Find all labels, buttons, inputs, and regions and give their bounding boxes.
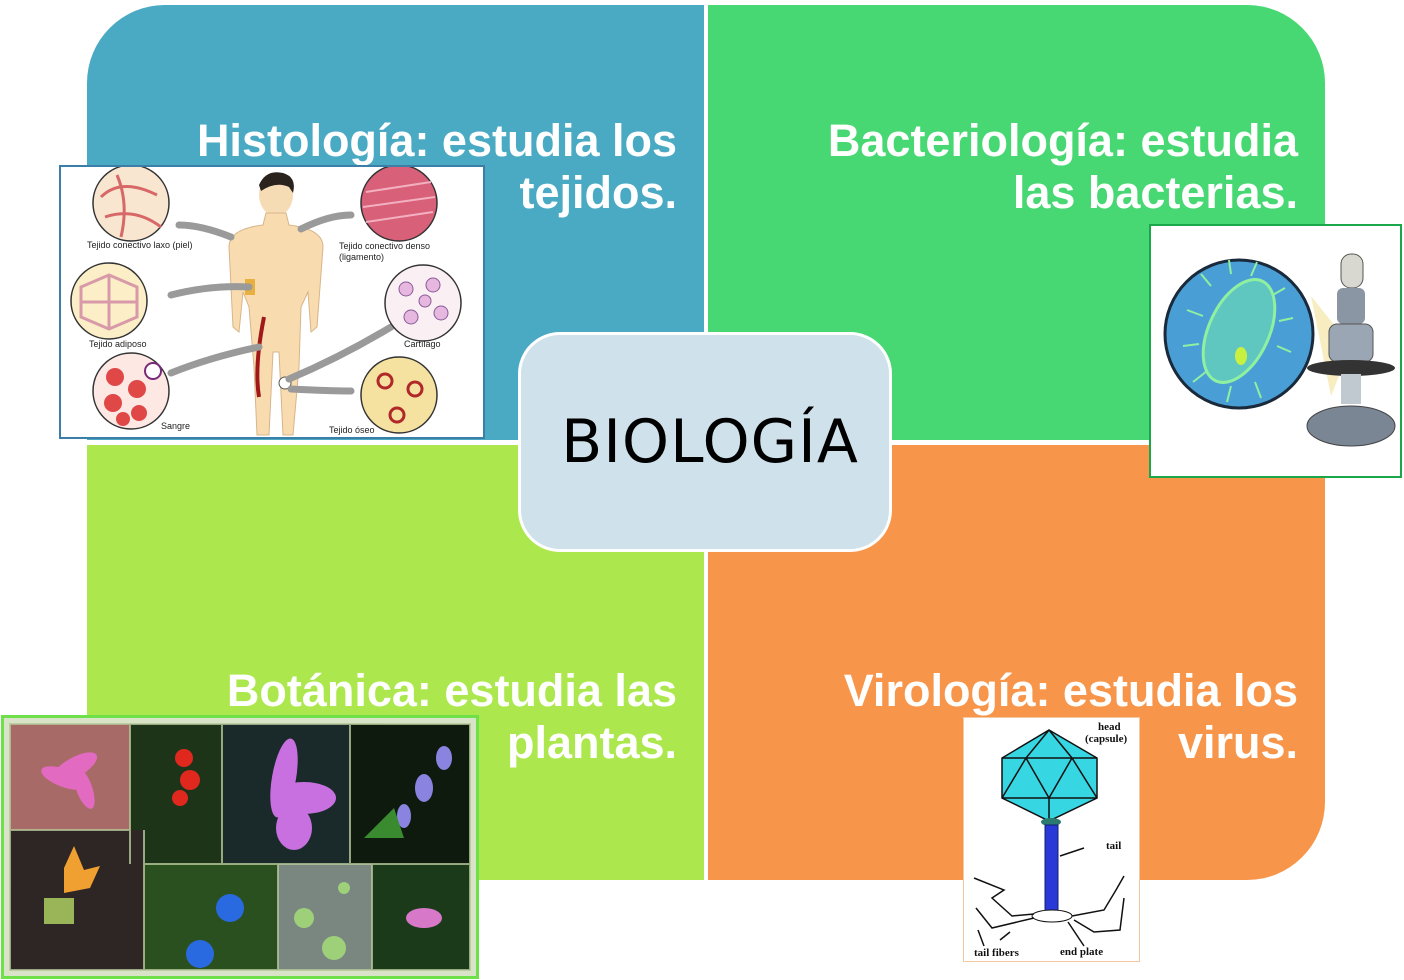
histologia-text: Histología: estudia los tejidos.: [197, 115, 677, 219]
human-tissues-illustration: [70, 167, 462, 436]
virologia-line-2: virus.: [1177, 717, 1298, 768]
label-end-plate: end plate: [1060, 946, 1104, 958]
label-head: head: [1098, 721, 1121, 733]
label-tejido-conectivo-denso: Tejido conectivo denso: [339, 241, 431, 251]
label-tail: tail: [1106, 840, 1122, 852]
center-title: BIOLOGÍA: [561, 407, 859, 477]
label-cartilago: Cartílago: [404, 339, 441, 349]
virus-bacteriophage-image: head (capsule) tail tail fibers end plat…: [963, 717, 1140, 962]
virologia-line-1: Virología: estudia los: [843, 665, 1298, 716]
center-biologia-box: BIOLOGÍA: [518, 332, 892, 552]
label-capsule: (capsule): [1085, 733, 1128, 745]
virologia-text: Virología: estudia los virus.: [844, 665, 1298, 769]
bacteriophage-diagram: [973, 729, 1125, 947]
label-ligamento: (ligamento): [339, 252, 385, 262]
tejido-conectivo-laxo-icon: [92, 167, 170, 242]
botanica-text: Botánica: estudia las plantas.: [227, 665, 677, 769]
histologia-line-1: Histología: estudia los: [196, 115, 677, 166]
bacteria-microscope-image: [1149, 224, 1402, 478]
bacteriologia-line-1: Bacteriología: estudia: [827, 115, 1298, 166]
microscope-icon: [1306, 253, 1396, 447]
capsid-head-icon: [1001, 729, 1098, 822]
label-sangre: Sangre: [161, 421, 191, 431]
histology-image: Tejido conectivo laxo (piel) Tejido cone…: [59, 165, 485, 439]
bacteria-microscope-illustration: [1163, 253, 1396, 447]
plants-collage-image: [1, 715, 479, 979]
label-tejido-oseo: Tejido óseo: [329, 425, 375, 435]
botanica-line-1: Botánica: estudia las: [226, 665, 677, 716]
bacteriologia-line-2: las bacterias.: [1012, 167, 1298, 218]
human-body-icon: [228, 172, 324, 436]
label-tail-fibers: tail fibers: [974, 947, 1019, 959]
botanica-line-2: plantas.: [506, 717, 677, 768]
tail-icon: [1044, 824, 1059, 914]
bacteriologia-text: Bacteriología: estudia las bacterias.: [828, 115, 1298, 219]
histologia-line-2: tejidos.: [519, 167, 677, 218]
label-tejido-adiposo: Tejido adiposo: [89, 339, 147, 349]
tejido-conectivo-denso-icon: [360, 167, 438, 242]
flowers-collage: [9, 723, 471, 971]
label-tejido-conectivo-laxo: Tejido conectivo laxo (piel): [87, 240, 193, 250]
